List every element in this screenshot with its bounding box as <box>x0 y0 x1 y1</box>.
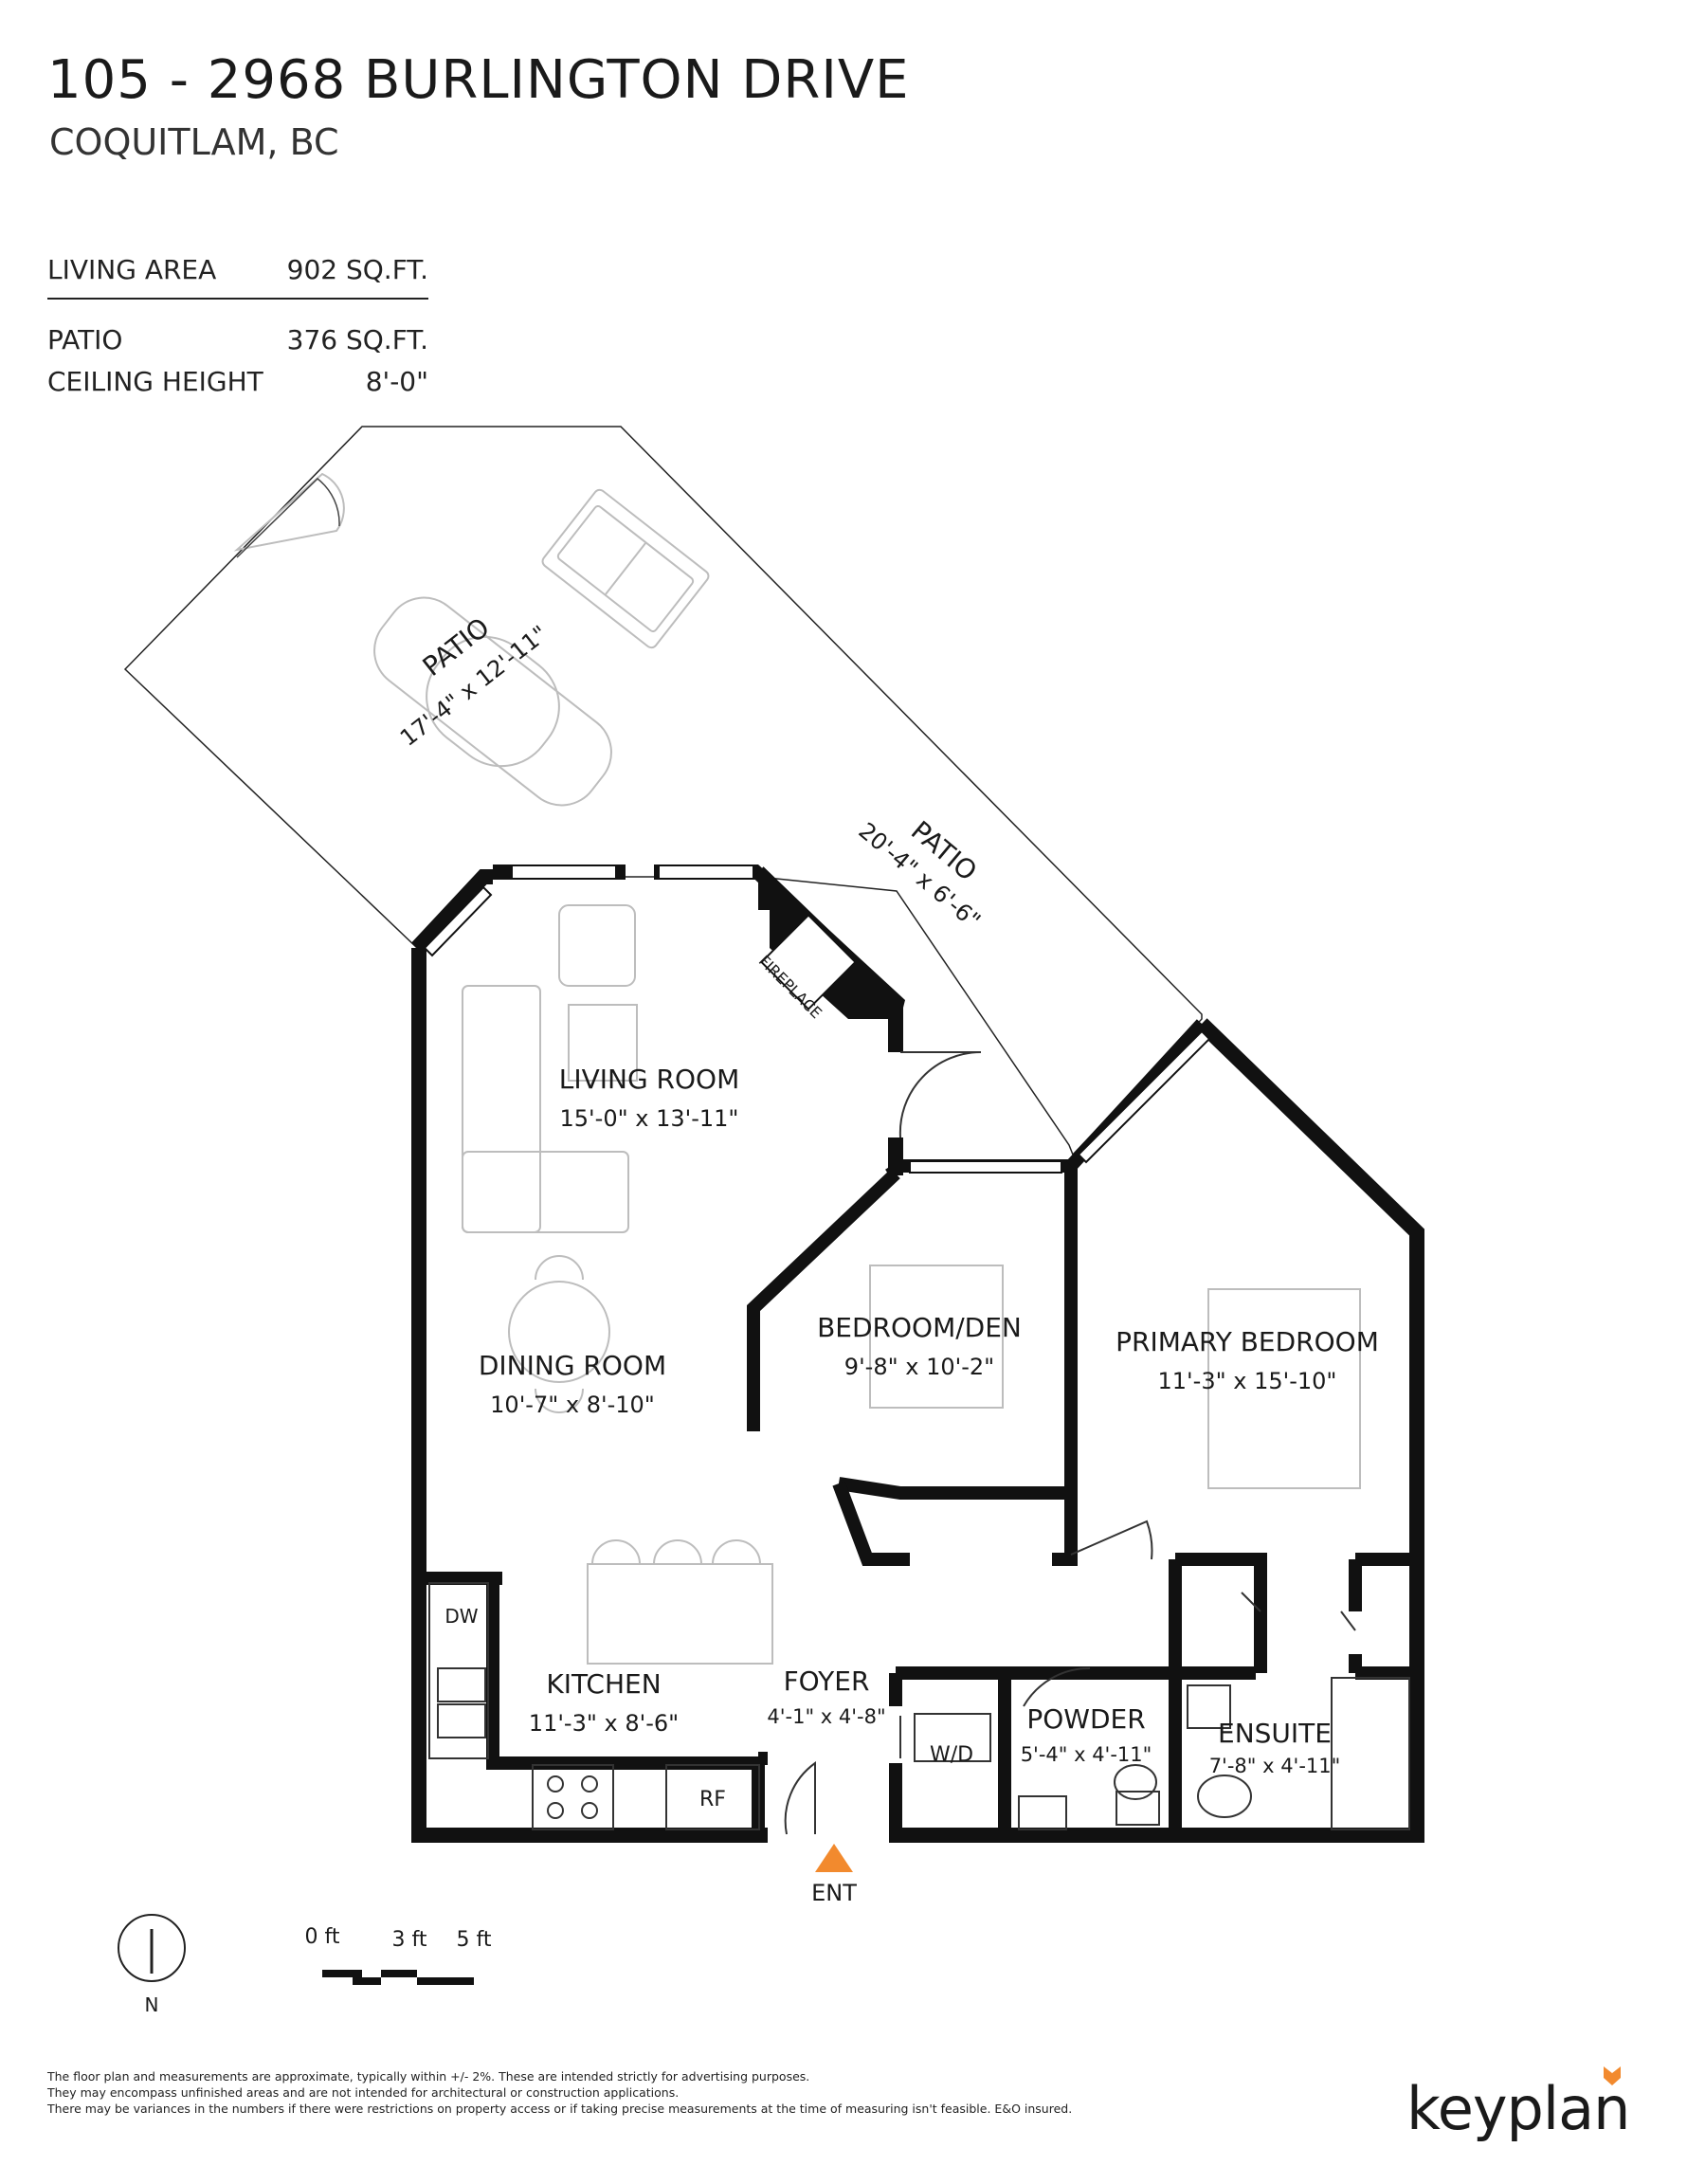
dishwasher-label: DW <box>444 1605 478 1628</box>
primary-bedroom-dims: 11'-3" x 15'-10" <box>1158 1368 1337 1394</box>
scale-bar: 0 ft 3 ft 5 ft <box>305 1925 492 1985</box>
disclaimer-line-1: The floor plan and measurements are appr… <box>47 2069 810 2084</box>
room-labels: PATIO 17'-4" x 12'-11" PATIO 20'-4" x 6'… <box>395 611 1379 1906</box>
door-swings <box>784 1050 1356 1835</box>
north-compass: N <box>118 1914 186 2016</box>
compass-icon <box>118 1914 186 1982</box>
ceiling-height-value: 8'-0" <box>365 365 428 397</box>
entrance-arrow-icon <box>815 1844 853 1872</box>
living-area-label: LIVING AREA <box>47 253 217 285</box>
disclaimer-line-2: They may encompass unfinished areas and … <box>47 2085 680 2100</box>
living-area-value: 902 SQ.FT. <box>286 253 428 285</box>
brand-logo: keyplan <box>1406 2074 1630 2143</box>
fox-ears-icon <box>1604 2066 1621 2085</box>
windows <box>423 864 1211 1174</box>
entrance-label: ENT <box>811 1880 857 1906</box>
bedroom-den-name: BEDROOM/DEN <box>817 1312 1022 1343</box>
powder-dims: 5'-4" x 4'-11" <box>1021 1743 1152 1766</box>
property-address: 105 - 2968 BURLINGTON DRIVE <box>47 49 910 111</box>
exterior-walls <box>411 864 1424 1843</box>
patio-area-label: PATIO <box>47 323 123 355</box>
ceiling-height-row: CEILING HEIGHT 8'-0" <box>47 360 428 402</box>
primary-bedroom-name: PRIMARY BEDROOM <box>1116 1326 1379 1357</box>
fireplace-insert <box>760 914 857 1010</box>
ceiling-height-label: CEILING HEIGHT <box>47 365 263 397</box>
stove-burners <box>547 1775 598 1819</box>
area-stats: LIVING AREA 902 SQ.FT. PATIO 376 SQ.FT. … <box>47 248 428 402</box>
scale-tick-5: 5 ft <box>457 1928 492 1952</box>
powder-name: POWDER <box>1026 1703 1145 1735</box>
dining-room-name: DINING ROOM <box>479 1350 666 1381</box>
disclaimer-line-3: There may be variances in the numbers if… <box>47 2102 1073 2116</box>
living-area-row: LIVING AREA 902 SQ.FT. <box>47 248 428 300</box>
disclaimer: The floor plan and measurements are appr… <box>47 2068 1090 2117</box>
patio-door-swing <box>236 478 340 558</box>
patio-outline <box>123 426 1203 1156</box>
bedroom-den-dims: 9'-8" x 10'-2" <box>844 1354 994 1380</box>
scale-tick-0: 0 ft <box>305 1925 340 1949</box>
property-city: COQUITLAM, BC <box>49 121 339 163</box>
dining-room-dims: 10'-7" x 8'-10" <box>490 1392 655 1418</box>
ensuite-dims: 7'-8" x 4'-11" <box>1209 1755 1341 1777</box>
patio-area-value: 376 SQ.FT. <box>286 323 428 355</box>
kitchen-counters <box>428 1582 1410 1830</box>
patio-area-row: PATIO 376 SQ.FT. <box>47 318 428 360</box>
patio-furniture <box>233 472 710 807</box>
ensuite-name: ENSUITE <box>1218 1718 1332 1749</box>
living-room-dims: 15'-0" x 13'-11" <box>560 1105 739 1132</box>
furniture <box>462 904 1361 1665</box>
foyer-name: FOYER <box>784 1665 870 1697</box>
living-room-name: LIVING ROOM <box>559 1064 740 1095</box>
washer-dryer-label: W/D <box>930 1743 973 1767</box>
foyer-dims: 4'-1" x 4'-8" <box>767 1705 885 1728</box>
kitchen-name: KITCHEN <box>546 1668 661 1700</box>
compass-label: N <box>145 1993 159 2016</box>
kitchen-dims: 11'-3" x 8'-6" <box>529 1710 679 1737</box>
fridge-label: RF <box>699 1788 726 1811</box>
scale-tick-3: 3 ft <box>392 1928 427 1952</box>
